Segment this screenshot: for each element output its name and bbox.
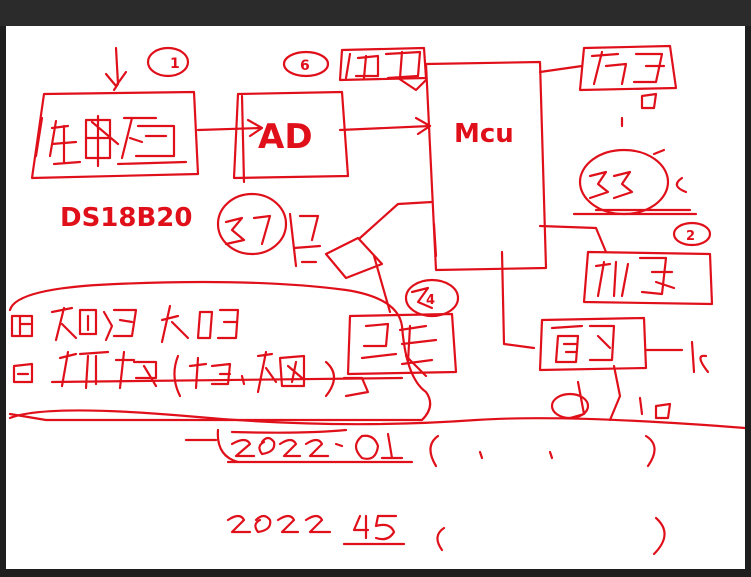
ink-separator (8, 409, 745, 430)
ink-annotations (8, 44, 745, 556)
window-title-bar (0, 0, 751, 27)
ink-mcu-box (424, 60, 548, 272)
ink-adc-box (232, 90, 350, 180)
ink-big-loop (8, 280, 432, 422)
ink-display-box (346, 312, 458, 376)
right-frame (745, 26, 751, 577)
slide-canvas[interactable]: ◂ ✎ ≡ ▸ (6, 26, 745, 569)
left-frame (0, 26, 6, 577)
bottom-frame (0, 569, 751, 577)
